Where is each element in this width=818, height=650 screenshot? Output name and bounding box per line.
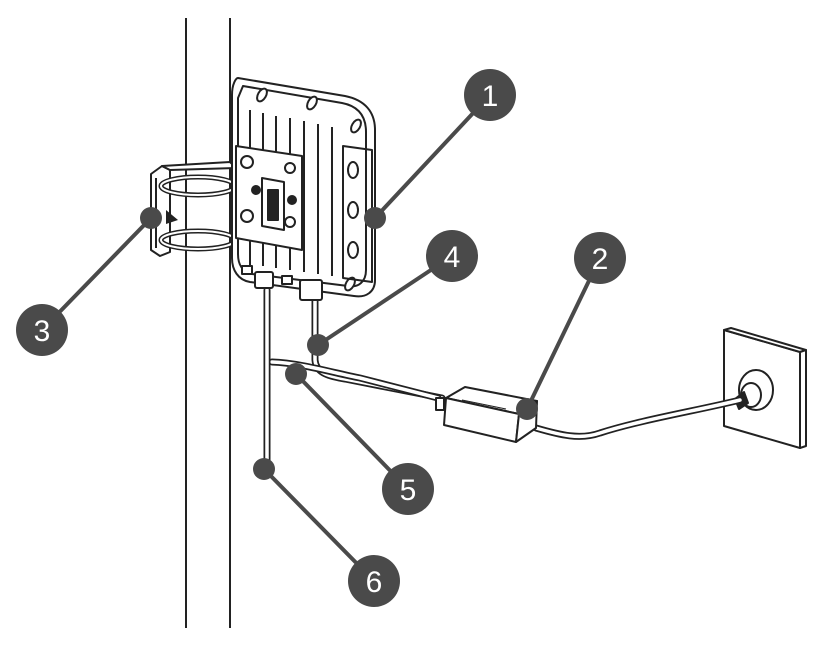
callout-1: 1	[464, 69, 516, 121]
leader-dot-5	[285, 363, 307, 385]
callout-4: 4	[426, 230, 478, 282]
leader-lines	[40, 93, 602, 583]
callout-2: 2	[574, 232, 626, 284]
callout-3: 3	[16, 304, 68, 356]
callout-3-label: 3	[34, 315, 51, 348]
leader-dot-2	[516, 398, 538, 420]
power-cord	[532, 396, 744, 440]
leader-dots	[140, 207, 538, 480]
wall-socket	[723, 327, 807, 449]
pole-bracket	[150, 161, 238, 257]
callout-6-label: 6	[366, 566, 383, 599]
leader-dot-1	[364, 207, 386, 229]
callout-2-label: 2	[592, 243, 609, 276]
leader-dot-4	[307, 334, 329, 356]
callout-4-label: 4	[444, 241, 461, 274]
callout-5-label: 5	[400, 474, 417, 507]
callout-6: 6	[348, 555, 400, 607]
leader-dot-3	[140, 207, 162, 229]
pole	[185, 18, 231, 628]
leader-dot-6	[253, 458, 275, 480]
access-point	[231, 77, 376, 301]
callout-5: 5	[382, 463, 434, 515]
callout-1-label: 1	[482, 80, 499, 113]
lan-cable	[268, 358, 442, 402]
